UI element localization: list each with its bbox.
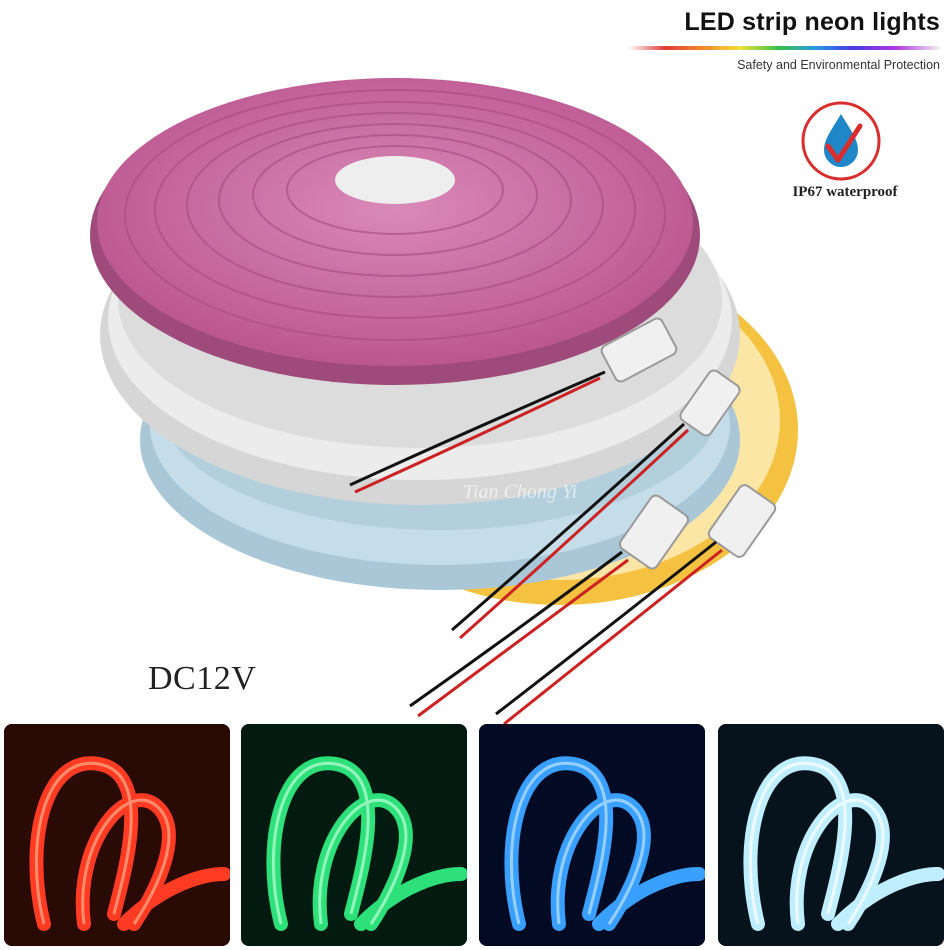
wires — [349, 370, 723, 726]
ice-blue-light-sample — [718, 724, 944, 946]
green-light-sample — [241, 724, 467, 946]
watermark: Tian Chong Yi — [463, 481, 577, 503]
voltage-label: DC12V — [148, 660, 257, 697]
rainbow-divider — [628, 46, 940, 50]
blue-light-sample — [479, 724, 705, 946]
subtitle: Safety and Environmental Protection — [737, 58, 940, 72]
page-title: LED strip neon lights — [684, 8, 940, 36]
pink-coil — [90, 78, 700, 385]
water-drop-check-icon — [801, 101, 881, 181]
ip-rating-label: IP67 waterproof — [792, 184, 898, 200]
red-light-sample — [4, 724, 230, 946]
neon-strip-coils: Tian Chong Yi — [90, 78, 798, 726]
connectors — [600, 317, 777, 570]
